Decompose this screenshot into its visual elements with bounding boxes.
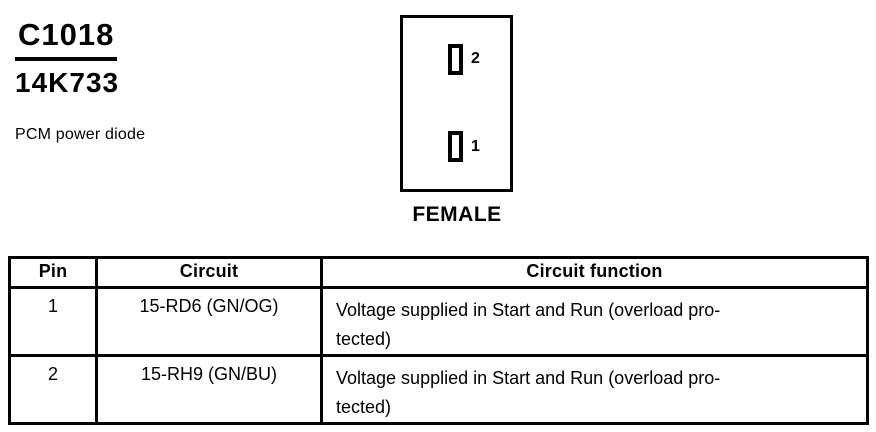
pin-cavity-1 — [448, 131, 463, 162]
connector-id-heading: C1018 — [15, 17, 118, 62]
connector-face-diagram: 2 1 — [400, 15, 513, 192]
pin-cavity-1-label: 1 — [471, 138, 480, 155]
circuit-function-cell: Voltage supplied in Start and Run (overl… — [320, 286, 869, 357]
table-row: 2 15-RH9 (GN/BU) Voltage supplied in Sta… — [8, 354, 869, 425]
column-header-circuit-function: Circuit function — [320, 256, 869, 289]
table-row: 1 15-RD6 (GN/OG) Voltage supplied in Sta… — [8, 286, 869, 357]
connector-id-block: C1018 14K733 PCM power diode — [15, 17, 146, 144]
pin-cell: 1 — [8, 286, 98, 357]
column-header-circuit: Circuit — [95, 256, 323, 289]
circuit-cell: 15-RD6 (GN/OG) — [95, 286, 323, 357]
pinout-table-header-row: Pin Circuit Circuit function — [8, 256, 869, 289]
pin-cavity-2 — [448, 44, 463, 75]
pin-cell: 2 — [8, 354, 98, 425]
connector-gender-label: FEMALE — [412, 203, 502, 226]
circuit-cell: 15-RH9 (GN/BU) — [95, 354, 323, 425]
part-number-heading: 14K733 — [15, 67, 120, 99]
column-header-pin: Pin — [8, 256, 98, 289]
pin-cavity-2-label: 2 — [471, 50, 480, 67]
connector-description: PCM power diode — [15, 125, 146, 143]
pinout-table: Pin Circuit Circuit function 1 15-RD6 (G… — [8, 256, 869, 425]
circuit-function-cell: Voltage supplied in Start and Run (overl… — [320, 354, 869, 425]
